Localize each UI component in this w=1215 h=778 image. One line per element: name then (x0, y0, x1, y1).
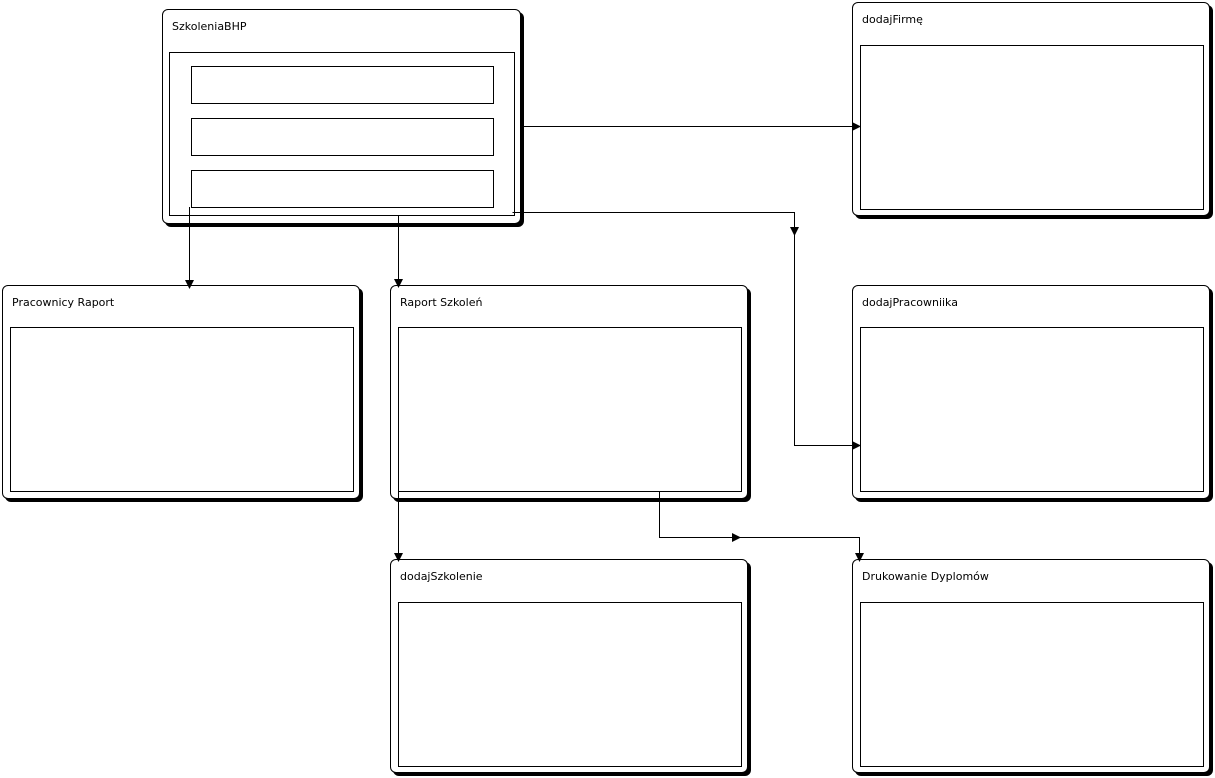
content-panel (398, 327, 742, 492)
arrowhead (790, 227, 799, 236)
window-title: dodajSzkolenie (400, 570, 483, 583)
window-title: Raport Szkoleń (400, 296, 483, 309)
dodaj-szkolenie-window: dodajSzkolenie (390, 559, 748, 773)
dodaj-firme-window: dodajFirmę (852, 2, 1210, 216)
content-panel (398, 602, 742, 767)
pracownicy-raport-window: Pracownicy Raport (2, 285, 360, 499)
window-title: Drukowanie Dyplomów (862, 570, 989, 583)
window-title: SzkoleniaBHP (172, 20, 247, 33)
window-title: dodajPracowniika (862, 296, 958, 309)
main-window: SzkoleniaBHP (162, 9, 521, 224)
drukowanie-dyplomow-window: Drukowanie Dyplomów (852, 559, 1210, 773)
dodaj-pracownika-window: dodajPracowniika (852, 285, 1210, 499)
raport-szkolen-window: Raport Szkoleń (390, 285, 748, 499)
dodaj-firme-menu-button[interactable] (191, 66, 494, 104)
dodaj-pracownika-menu-button[interactable] (191, 118, 494, 156)
raporty-menu-button[interactable] (191, 170, 494, 208)
window-title: dodajFirmę (862, 13, 923, 26)
connector-raport-to-drukowanie (659, 491, 860, 560)
window-title: Pracownicy Raport (12, 296, 115, 309)
content-panel (860, 327, 1204, 492)
content-panel (10, 327, 354, 492)
arrowhead (732, 533, 741, 542)
menu-panel (169, 52, 515, 216)
content-panel (860, 602, 1204, 767)
content-panel (860, 45, 1204, 210)
